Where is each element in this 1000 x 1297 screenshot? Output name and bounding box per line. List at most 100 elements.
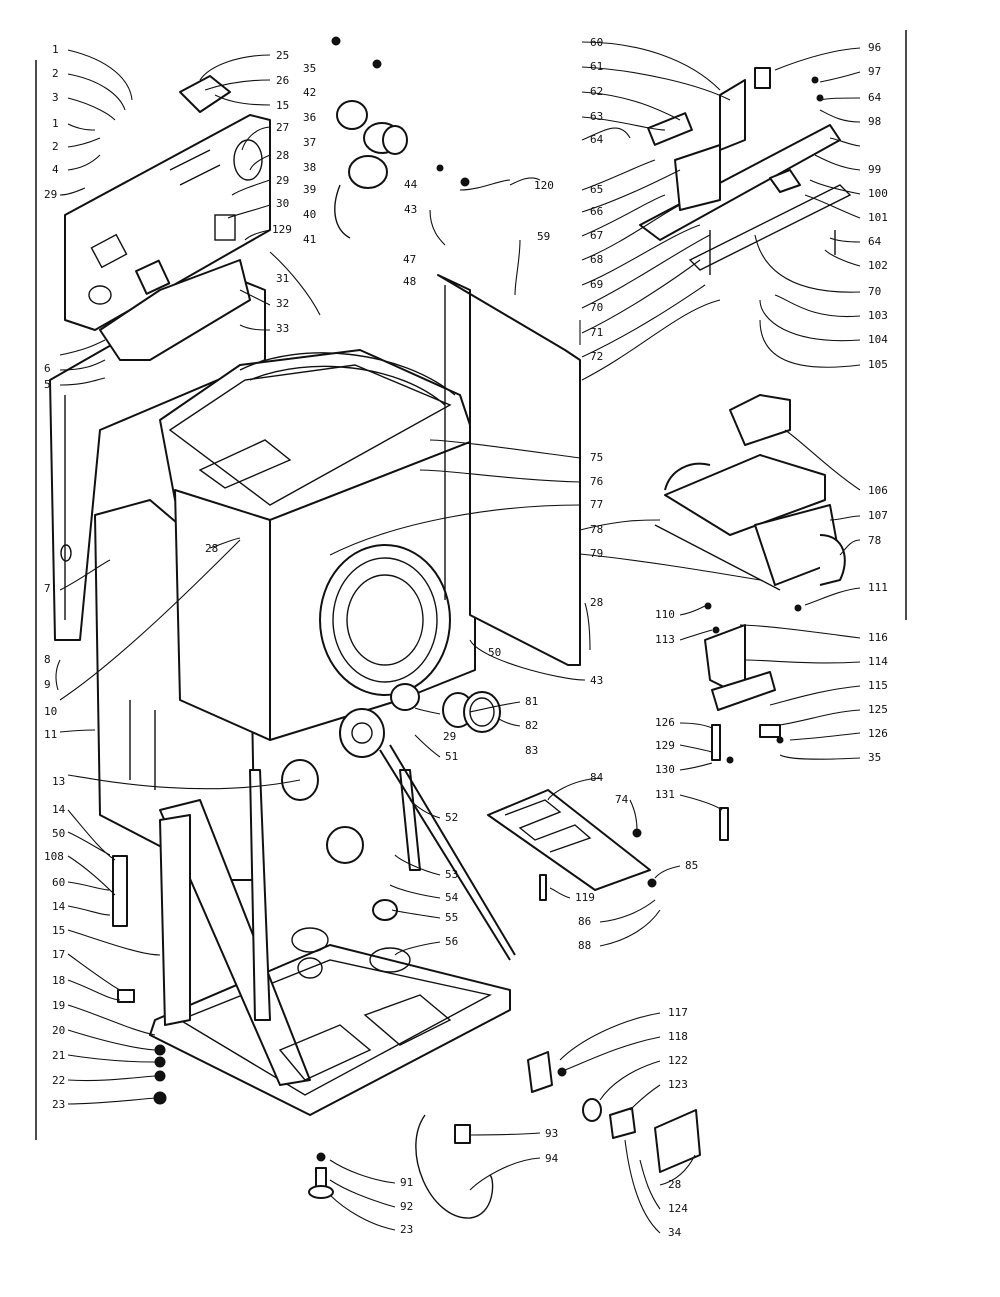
- callout: 102: [868, 259, 888, 272]
- callout: 64: [868, 91, 882, 104]
- callout: 31: [276, 272, 289, 285]
- callout: 1: [52, 43, 59, 56]
- callout: 27: [276, 121, 289, 134]
- callout: 44: [404, 178, 418, 191]
- bottom-parts: [112, 855, 701, 1219]
- callout: 26: [276, 74, 289, 87]
- callout: 86: [578, 915, 591, 928]
- callout: 71: [590, 326, 603, 339]
- callout: 5: [44, 378, 51, 391]
- callout: 36: [303, 111, 316, 124]
- duct-rings: [442, 691, 501, 733]
- callout: 117: [668, 1006, 688, 1019]
- callout: 110: [655, 608, 675, 621]
- callout: 10: [44, 705, 57, 718]
- callouts-bottom: 117 118 122 123 93 94 91 92 23 28 124 34…: [205, 542, 688, 1239]
- callout: 85: [685, 859, 698, 872]
- callout: 18: [52, 974, 65, 987]
- callout: 126: [655, 716, 675, 729]
- right-side-panel: [437, 274, 581, 666]
- callout: 22: [52, 1074, 65, 1087]
- callout: 78: [590, 523, 603, 536]
- door-assembly: [654, 394, 846, 612]
- callout: 129: [272, 223, 292, 236]
- callout: 4: [52, 163, 59, 176]
- callout: 96: [868, 41, 881, 54]
- callout: 108: [44, 850, 64, 863]
- callout: 63: [590, 110, 603, 123]
- callout: 53: [445, 868, 458, 881]
- callout: 91: [400, 1176, 413, 1189]
- callout: 67: [590, 229, 603, 242]
- callout: 6: [44, 362, 51, 375]
- callout: 2: [52, 140, 59, 153]
- callout: 9: [44, 678, 51, 691]
- callout: 50: [52, 827, 65, 840]
- callouts-top-right: 60 61 62 63 64 65 66 67 68 69 70 71 72 9…: [590, 36, 888, 371]
- callout: 29: [44, 188, 57, 201]
- callout: 65: [590, 183, 603, 196]
- callout: 99: [868, 163, 881, 176]
- callout: 64: [868, 235, 882, 248]
- callout: 84: [590, 771, 604, 784]
- callout: 88: [578, 939, 591, 952]
- callout: 38: [303, 161, 316, 174]
- callout: 17: [52, 948, 65, 961]
- motor-parts: [704, 602, 784, 841]
- callout: 15: [276, 99, 289, 112]
- callout: 40: [303, 208, 316, 221]
- callout: 98: [868, 115, 881, 128]
- callout: 83: [525, 744, 538, 757]
- callout: 82: [525, 719, 538, 732]
- callout: 129: [655, 739, 675, 752]
- callout: 68: [590, 253, 603, 266]
- callout: 56: [445, 935, 458, 948]
- callout: 106: [868, 484, 888, 497]
- callout: 116: [868, 631, 888, 644]
- callout: 62: [590, 85, 603, 98]
- callout: 47: [403, 253, 416, 266]
- control-console: [639, 67, 852, 275]
- callout: 35: [868, 751, 881, 764]
- callout: 1: [52, 117, 59, 130]
- callout: 14: [52, 803, 66, 816]
- callout: 94: [545, 1152, 559, 1165]
- callout: 23: [400, 1223, 413, 1236]
- callout: 76: [590, 475, 603, 488]
- callout: 29: [443, 730, 456, 743]
- callout: 30: [276, 197, 289, 210]
- callout: 60: [590, 36, 603, 49]
- callout: 14: [52, 900, 66, 913]
- callout: 55: [445, 911, 458, 924]
- callout: 52: [445, 811, 458, 824]
- callout: 64: [590, 133, 604, 146]
- callout: 70: [868, 285, 881, 298]
- callout: 51: [445, 750, 458, 763]
- callout: 70: [590, 301, 603, 314]
- callout: 60: [52, 876, 65, 889]
- callout: 19: [52, 999, 65, 1012]
- heater-plate: [487, 789, 657, 901]
- callouts-top-center: 25 26 15 27 28 29 30 129 31 32 33 35 42 …: [272, 49, 554, 335]
- callout: 7: [44, 582, 51, 595]
- callout: 3: [52, 91, 59, 104]
- callout: 66: [590, 205, 603, 218]
- callout: 13: [52, 775, 65, 788]
- callout: 8: [44, 653, 51, 666]
- control-bracket: [99, 259, 251, 361]
- callout: 119: [575, 891, 595, 904]
- callout: 74: [615, 793, 629, 806]
- callout: 41: [303, 233, 316, 246]
- leader-lines: [55, 41, 861, 1234]
- cabinet-top: [159, 349, 476, 521]
- callout: 125: [868, 703, 888, 716]
- callouts-right-middle: 75 76 77 78 79 106 107 78 111 110 113 11…: [443, 451, 888, 952]
- callout: 50: [488, 646, 501, 659]
- callout: 93: [545, 1127, 558, 1140]
- callout: 21: [52, 1049, 65, 1062]
- base-frame: [149, 744, 516, 1116]
- callout: 15: [52, 924, 65, 937]
- callouts-left: 1 2 3 1 2 4 29 6 5 7 8 9 10 11 13 14 50 …: [44, 43, 66, 1111]
- callout: 115: [868, 679, 888, 692]
